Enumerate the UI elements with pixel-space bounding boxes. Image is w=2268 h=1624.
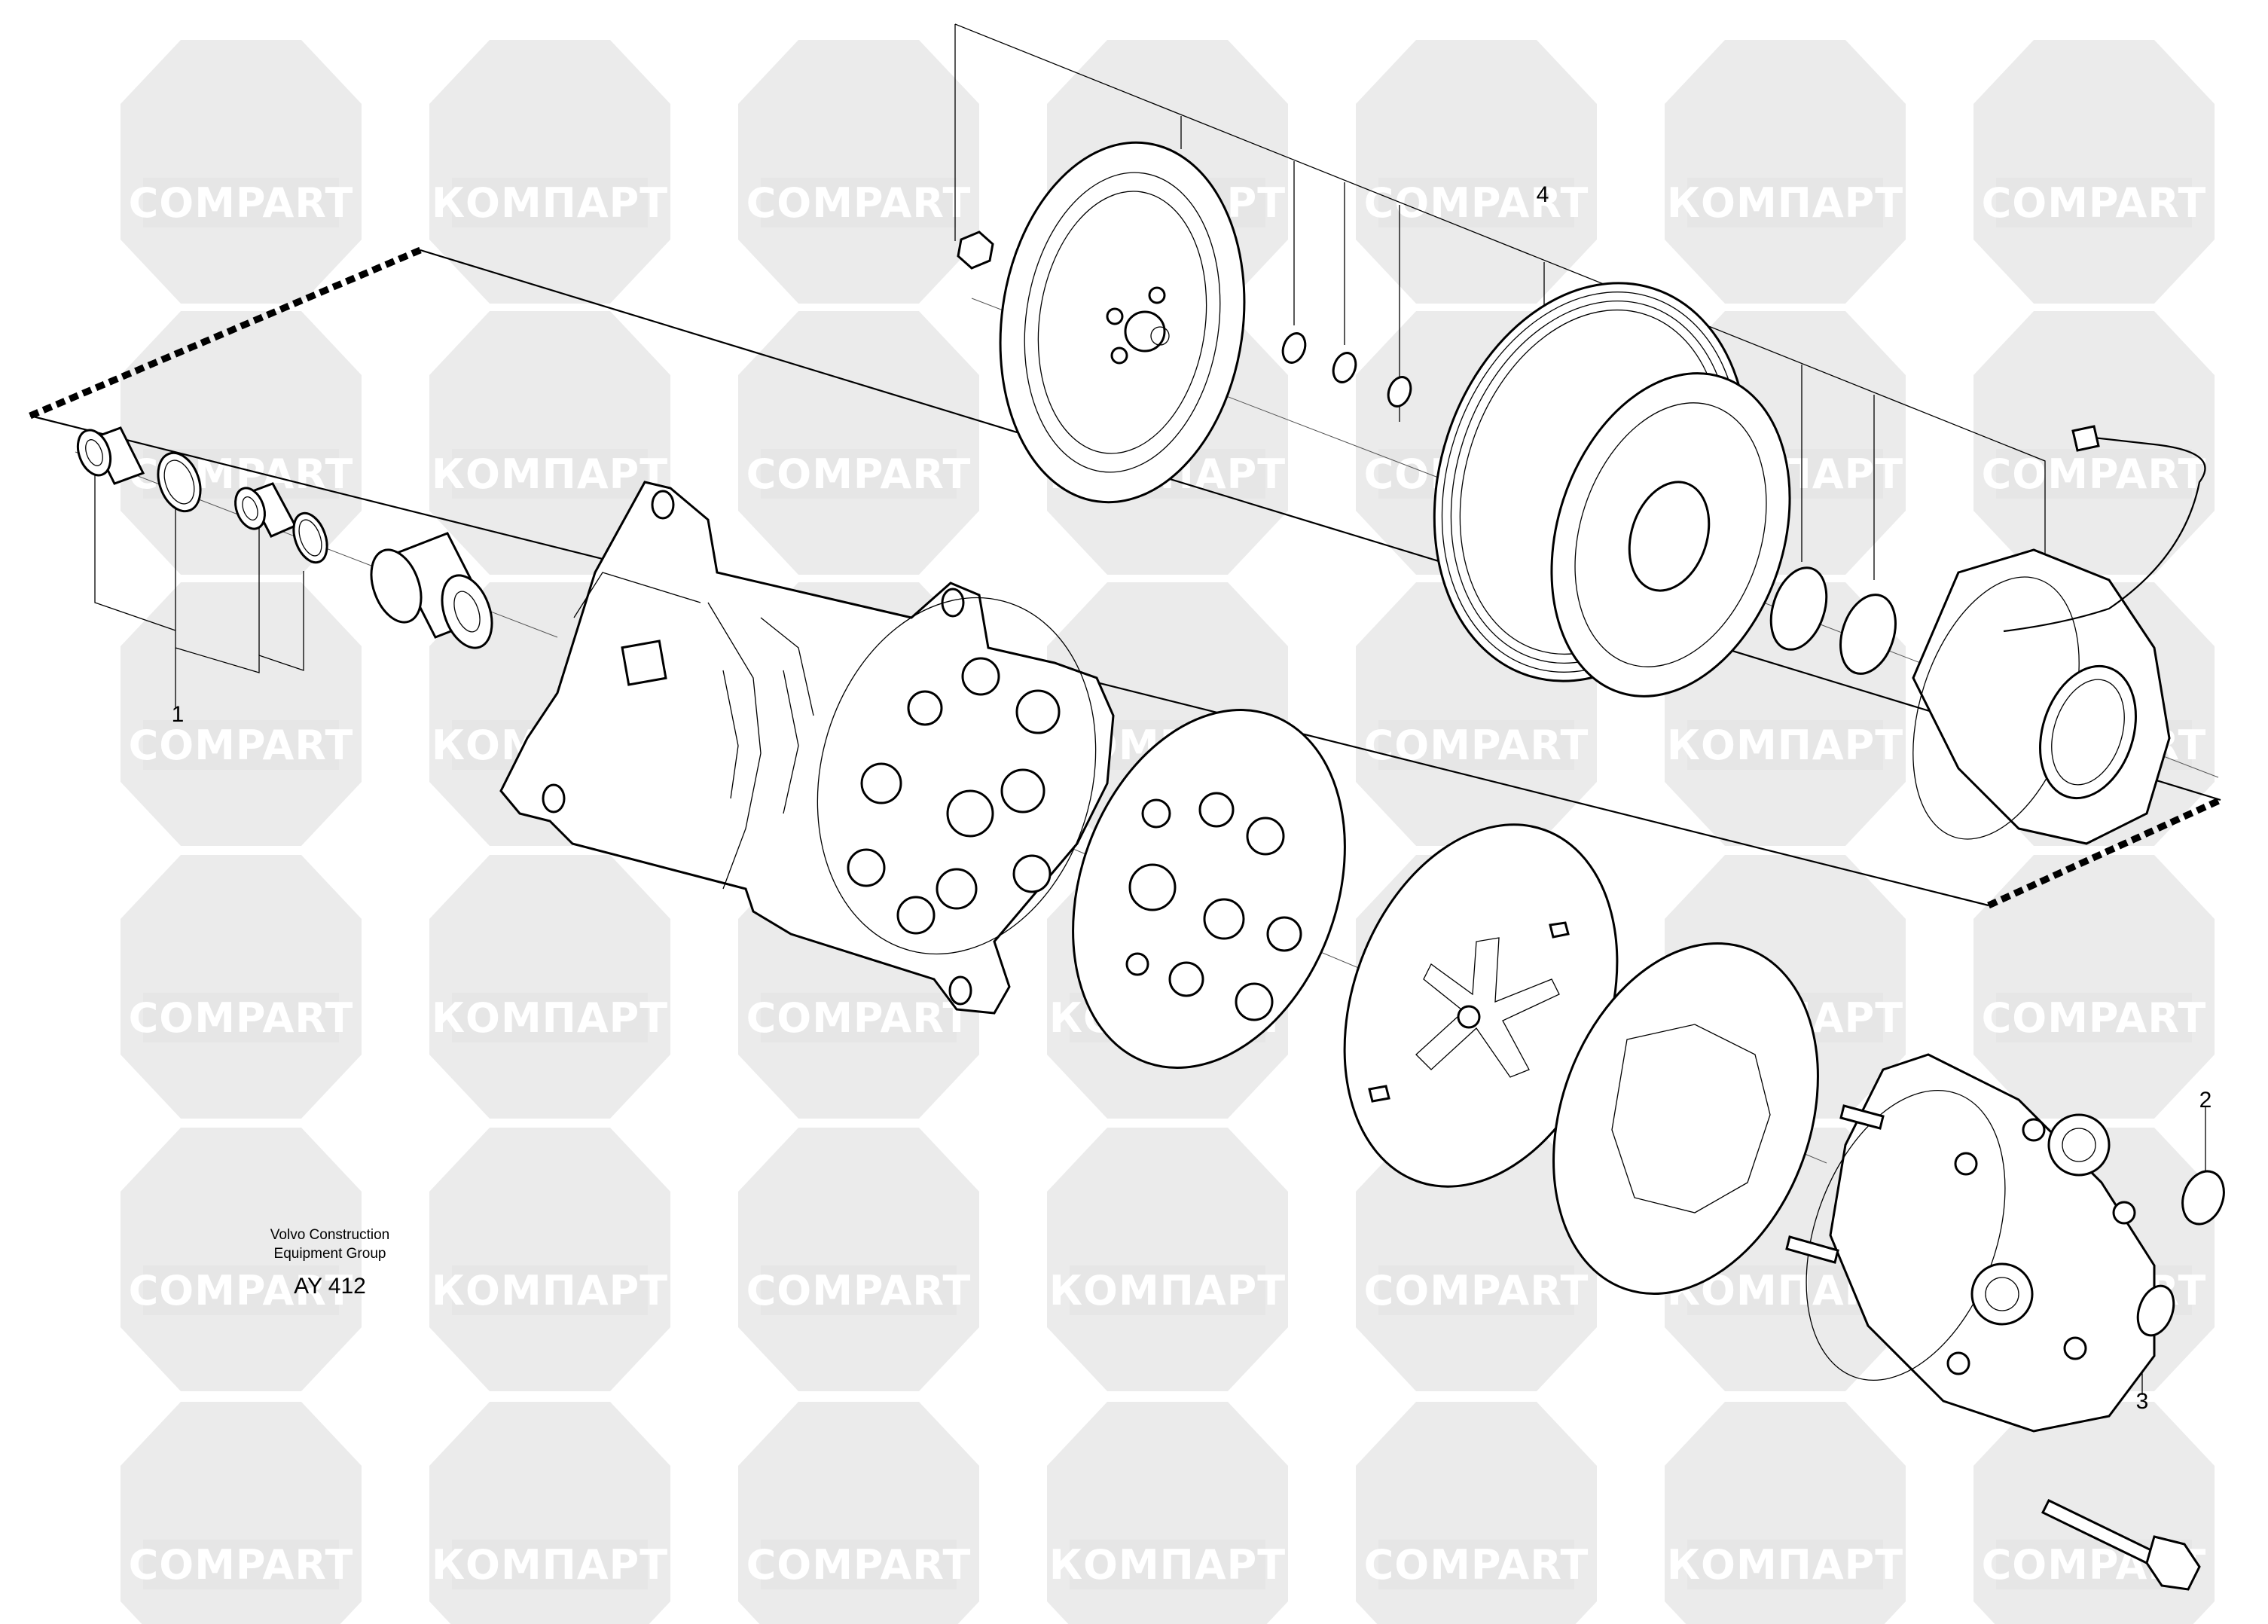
watermark-text: КОМПАРТ [432, 179, 668, 227]
watermark-band [761, 1540, 957, 1589]
callout-3-label: 3 [2136, 1389, 2149, 1414]
callout-2-label: 2 [2199, 1088, 2212, 1113]
watermark-band [452, 1265, 648, 1315]
maker-line-2: Equipment Group [274, 1246, 386, 1262]
watermark-band [452, 449, 648, 499]
compressor-rear-head [1806, 1053, 2156, 1433]
shim-3 [1387, 376, 1412, 408]
callout-1-label: 1 [172, 702, 185, 727]
gasket-rear [1552, 942, 1819, 1295]
gasket-front [1072, 709, 1346, 1069]
watermark-text: COMPART [1982, 179, 2207, 227]
maker-line-1: Volvo Construction [270, 1227, 389, 1243]
watermark-band [1070, 1265, 1265, 1315]
watermark-text: КОМПАРТ [432, 1267, 668, 1314]
watermark-text: COMPART [129, 1267, 354, 1314]
watermark-band [1687, 178, 1883, 227]
group-boundary-dashed-top-left [29, 246, 422, 420]
shim-2 [1332, 352, 1357, 383]
shaft-seal-bushing [76, 426, 145, 485]
shaft-seal-sleeve [234, 482, 298, 538]
watermark-band [1996, 449, 2192, 499]
watermark-band [1687, 720, 1883, 770]
watermark-text: КОМПАРТ [1049, 1267, 1286, 1314]
shaft-bearing [370, 532, 493, 649]
drawing-code: AY 412 [294, 1274, 366, 1299]
watermark-band [143, 1265, 339, 1315]
shaft-o-ring [292, 511, 328, 564]
watermark-band [1996, 993, 2192, 1042]
watermark-text: КОМПАРТ [432, 1541, 668, 1589]
watermark-band [1378, 178, 1574, 227]
spacer-ring [1839, 594, 1897, 675]
watermark-text: COMPART [746, 994, 972, 1042]
watermark-text: КОМПАРТ [1667, 1541, 1903, 1589]
watermark-text: COMPART [129, 179, 354, 227]
watermark-band [761, 178, 957, 227]
watermark-band [143, 720, 339, 770]
watermark-text: КОМПАРТ [1667, 179, 1903, 227]
watermark-band [1687, 1540, 1883, 1589]
watermark-text: КОМПАРТ [432, 994, 668, 1042]
watermark-text: КОМПАРТ [432, 450, 668, 498]
watermark-band [452, 993, 648, 1042]
watermark-band [1378, 1540, 1574, 1589]
o-ring-2 [2181, 1170, 2225, 1226]
watermark-band [761, 993, 957, 1042]
watermark-band [452, 178, 648, 227]
watermark-text: КОМПАРТ [1049, 1541, 1286, 1589]
watermark-text: COMPART [129, 1541, 354, 1589]
watermark-text: КОМПАРТ [1667, 722, 1903, 769]
watermark-band [761, 449, 957, 499]
watermark-band [1996, 178, 2192, 227]
watermark-text: COMPART [1982, 994, 2207, 1042]
watermark-text: COMPART [129, 722, 354, 769]
callout-1-leader [94, 472, 304, 708]
watermark-text: COMPART [1364, 722, 1589, 769]
watermark-text: COMPART [746, 450, 972, 498]
clutch-field-coil [1912, 425, 2206, 845]
callout-4-leader [954, 23, 2046, 580]
watermark-text: COMPART [746, 1267, 972, 1314]
clutch-pulley [1433, 282, 1791, 698]
watermark-text: COMPART [129, 994, 354, 1042]
snap-ring [1769, 566, 1828, 651]
watermark-band [1070, 1540, 1265, 1589]
watermark-band [143, 178, 339, 227]
watermark-band [143, 993, 339, 1042]
watermark-band [452, 1540, 648, 1589]
watermark-text: COMPART [746, 179, 972, 227]
watermark-text: COMPART [1364, 1267, 1589, 1314]
compressor-body [499, 481, 1115, 1015]
studs [1785, 1104, 1885, 1264]
watermark-text: COMPART [1364, 1541, 1589, 1589]
o-ring-3 [2136, 1284, 2175, 1337]
head-bolt [2041, 1499, 2201, 1591]
clutch-armature-plate [999, 141, 1246, 504]
watermark-text: COMPART [1982, 450, 2207, 498]
watermark-band [1378, 1265, 1574, 1315]
shim-1 [1281, 332, 1307, 364]
callout-4-label: 4 [1537, 182, 1549, 207]
clutch-hub-nut [957, 230, 994, 270]
watermark-band [761, 1265, 957, 1315]
group-boundary-line-top [420, 249, 2221, 801]
watermark-text: COMPART [746, 1541, 972, 1589]
watermark-band [143, 1540, 339, 1589]
shaft-seal-ring [157, 451, 202, 513]
